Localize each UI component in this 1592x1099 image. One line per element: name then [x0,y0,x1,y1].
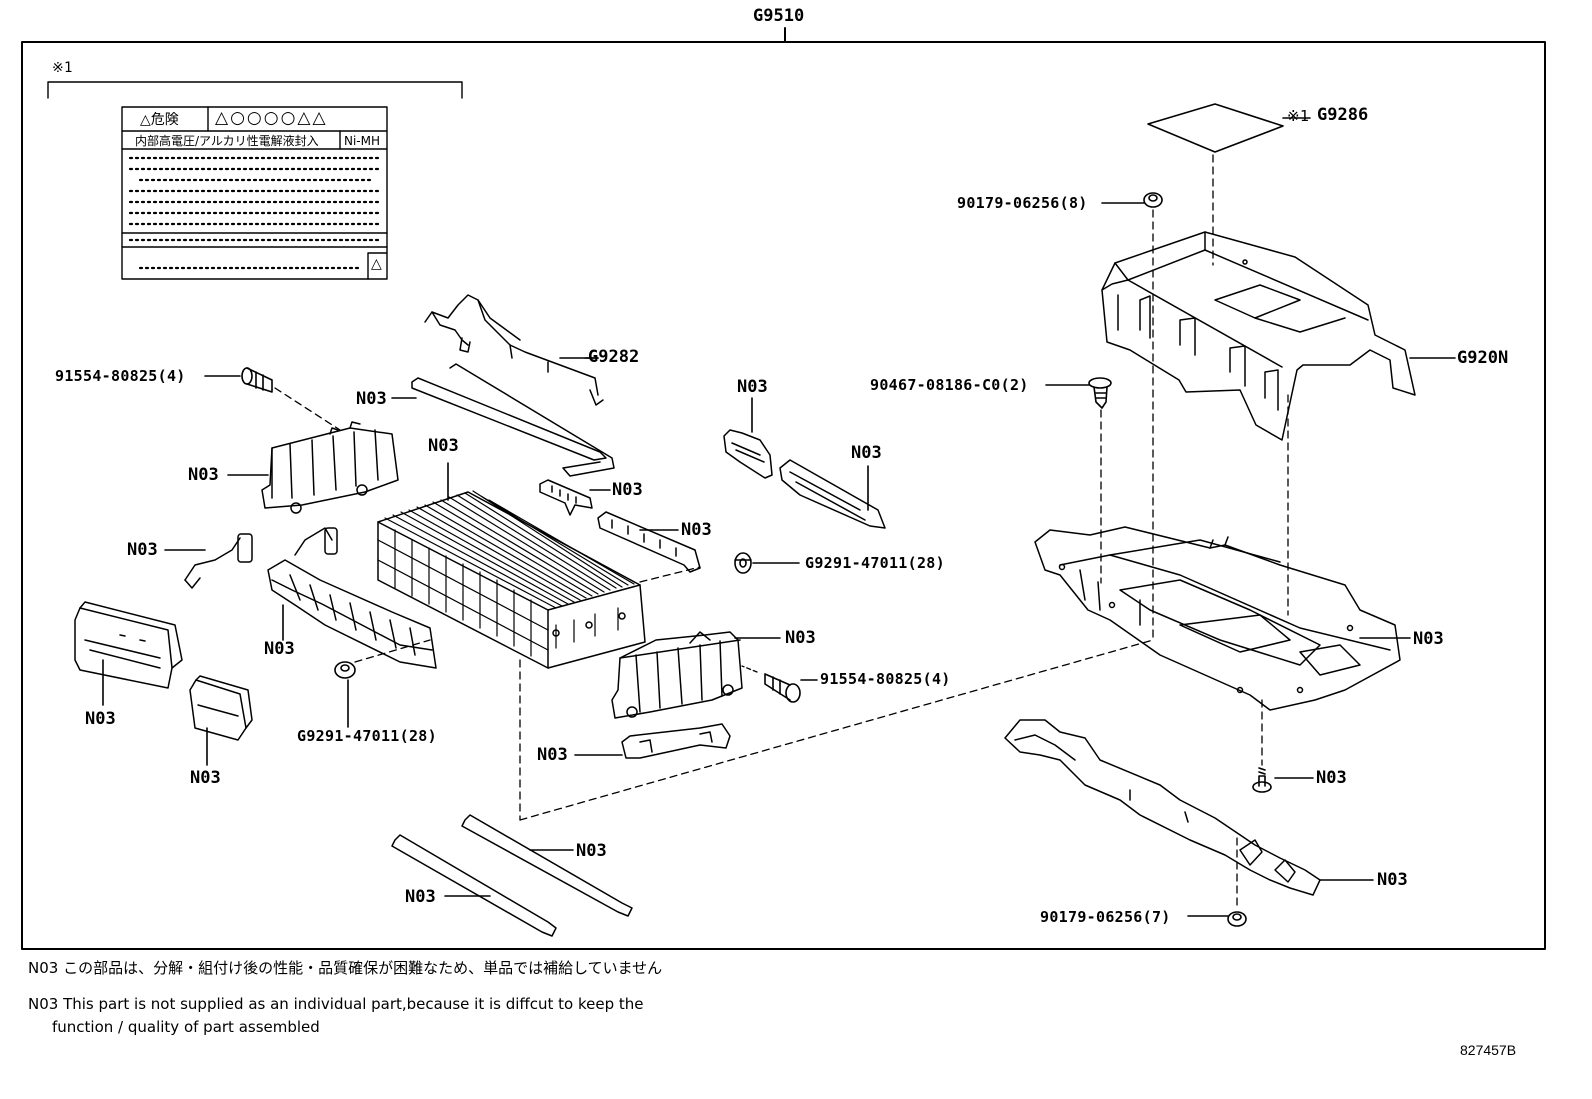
rod-bottom-1 [461,814,633,917]
g920n-upper-cover [1101,231,1416,441]
assembly-frame [21,41,1546,950]
label-bolt-right: 91554-80825(4) [820,670,951,688]
nut-right-shape [734,552,752,574]
label-n03-end-plate-left: N03 [188,465,219,485]
sticker-symbols: △○○○○△△ [215,108,328,128]
g9282-harness [424,294,604,406]
label-n03-stack: N03 [428,436,459,456]
label-n03-bracket-2: N03 [851,443,882,463]
nut-bottom-shape [1227,911,1247,927]
bracket-top-right-2 [779,459,886,529]
busbar-small-1 [539,479,593,516]
label-n03-rod-bottom-1: N03 [576,841,607,861]
sensor-harness-left [184,533,253,589]
bracket-top-right-1 [723,429,773,479]
reference-code: 827457B [1460,1042,1517,1058]
bolt-right-shape [764,673,801,703]
bolt-small-right [1252,767,1272,793]
lower-bracket [621,723,731,759]
label-nut-bottom: 90179-06256(7) [1040,908,1171,926]
rod-upper [411,363,615,477]
label-g9286-prefix: ※1 [1287,107,1310,125]
footnote-jp: N03 この部品は、分解・組付け後の性能・品質確保が困難なため、単品では補給して… [28,959,663,977]
label-n03-busbar-1: N03 [612,480,643,500]
label-n03-rod-upper: N03 [356,389,387,409]
lower-tray [1034,526,1401,711]
label-n03-terminal-cap: N03 [85,709,116,729]
label-n03-end-plate-right: N03 [785,628,816,648]
clip-shape [1088,377,1112,409]
lower-crossmember [1004,719,1321,896]
sticker-subheader: 内部高電圧/アルカリ性電解液封入 [135,134,319,148]
kit-marker: ※1 [52,60,73,76]
label-n03-crossmember: N03 [1377,870,1408,890]
label-bolt-left: 91554-80825(4) [55,367,186,385]
g9286-sheet [1147,103,1284,153]
label-n03-lower-tray: N03 [1413,629,1444,649]
footnote-en-line2: function / quality of part assembled [52,1018,320,1036]
nut-left-shape [334,661,356,679]
sticker-tag: Ni-MH [344,134,381,148]
label-nut-right: G9291-47011(28) [805,554,945,572]
battery-module-stack [377,490,646,669]
label-g9286: G9286 [1317,105,1369,125]
sticker-corner-triangle: △ [371,256,382,272]
terminal-cap-small [189,675,253,741]
assembly-label: G9510 [753,6,805,26]
label-g920n: G920N [1457,348,1509,368]
footnote-en-line1: N03 This part is not supplied as an indi… [28,995,644,1013]
label-n03-rod-bottom-2: N03 [405,887,436,907]
label-n03-terminal-cap-small: N03 [190,768,221,788]
label-n03-bolt-right: N03 [1316,768,1347,788]
label-nut-top: 90179-06256(8) [957,194,1088,212]
label-nut-left: G9291-47011(28) [297,727,437,745]
label-n03-bracket-1: N03 [737,377,768,397]
label-n03-vent-duct: N03 [264,639,295,659]
caution-label-sticker [121,106,388,280]
end-plate-left [261,421,399,514]
bolt-left-shape [241,367,273,393]
label-g9282: G9282 [588,347,640,367]
vent-duct-left [267,527,437,669]
busbar-small-2 [597,511,701,573]
label-clip: 90467-08186-C0(2) [870,376,1029,394]
sticker-warning-header: △危険 [140,112,179,128]
label-n03-busbar-2: N03 [681,520,712,540]
terminal-cap-left [74,601,183,689]
kit-bracket [47,81,463,99]
label-n03-lower-bracket: N03 [537,745,568,765]
rod-bottom-2 [391,834,557,937]
end-plate-right [611,631,743,719]
nut-top-shape [1143,192,1163,208]
label-n03-sensor-harness: N03 [127,540,158,560]
